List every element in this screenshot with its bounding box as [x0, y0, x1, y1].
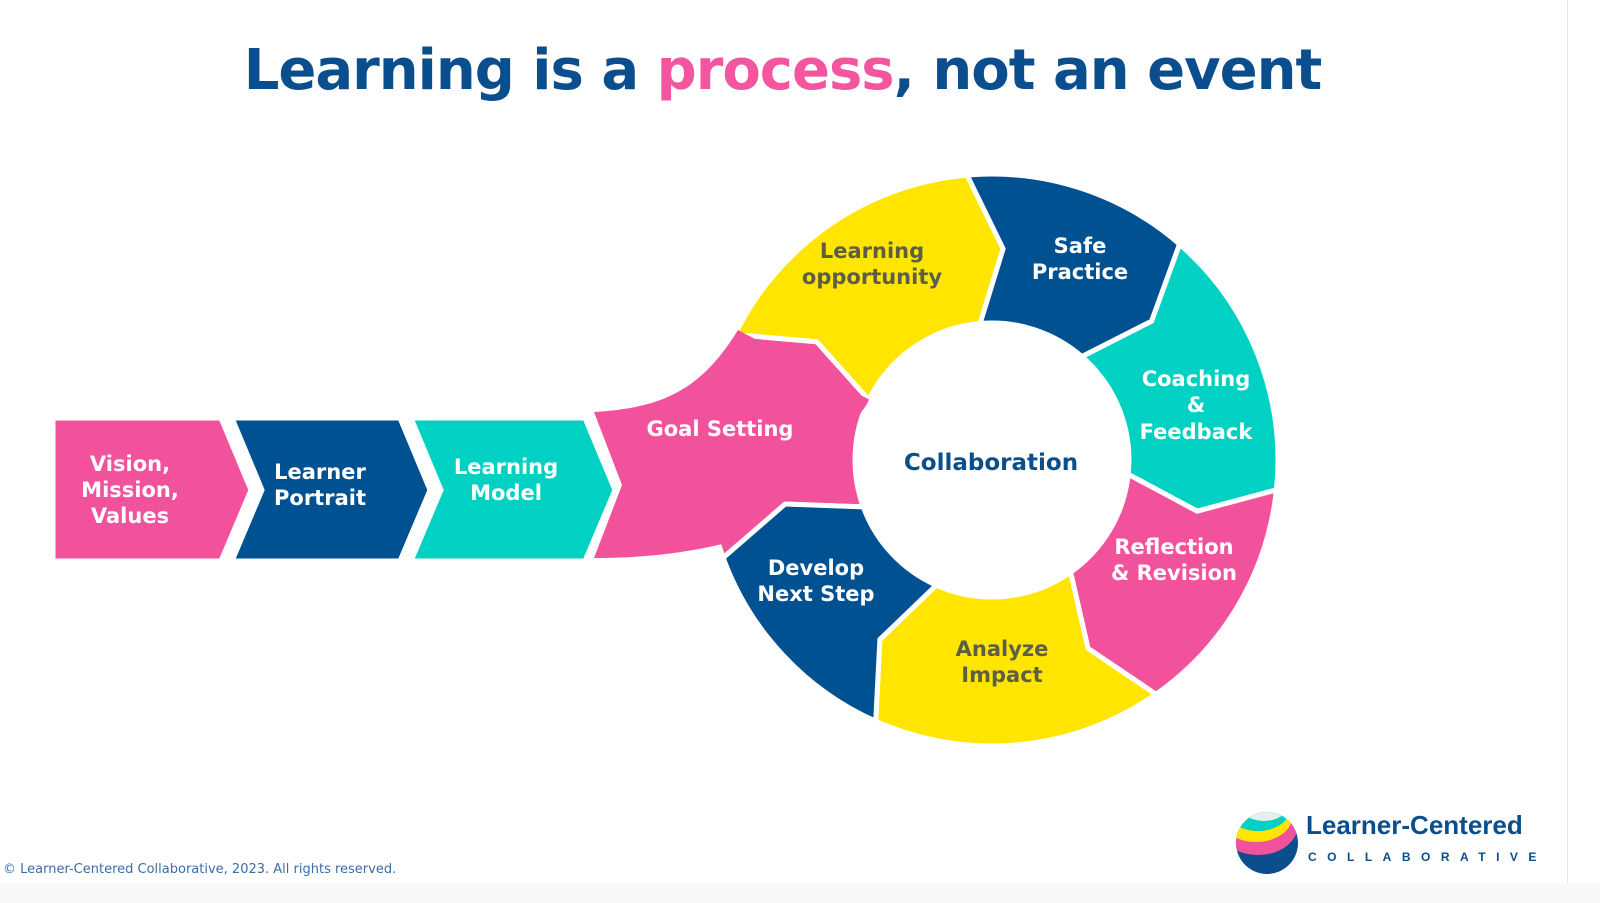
goal-setting-tail — [594, 330, 870, 558]
step-learner-portrait — [228, 415, 433, 564]
page-title: Learning is a process, not an event — [0, 38, 1565, 104]
logo-name: Learner-Centered — [1306, 810, 1523, 840]
title-accent: process — [656, 38, 895, 103]
cycle-label-goal: Goal Setting — [647, 417, 794, 441]
step-learning-model — [407, 415, 618, 564]
cycle-label-reflection: Reflection& Revision — [1111, 535, 1237, 585]
cycle-label-coaching: Coaching&Feedback — [1140, 367, 1254, 444]
title-part1: Learning is a — [243, 38, 657, 103]
center-label: Collaboration — [904, 450, 1078, 476]
logo-subtitle: COLLABORATIVE — [1308, 850, 1547, 864]
logo-globe-icon — [1236, 812, 1298, 874]
slide-bottom-bar — [0, 883, 1600, 903]
copyright-footer: © Learner-Centered Collaborative, 2023. … — [3, 862, 397, 877]
step-vision-mission-values — [50, 415, 254, 564]
slide-edge — [1567, 0, 1568, 903]
step-label-vision: Vision,Mission,Values — [81, 452, 179, 528]
logo: Learner-Centered COLLABORATIVE — [1236, 810, 1566, 876]
center-circle — [855, 323, 1129, 597]
title-part2: , not an event — [893, 38, 1323, 103]
